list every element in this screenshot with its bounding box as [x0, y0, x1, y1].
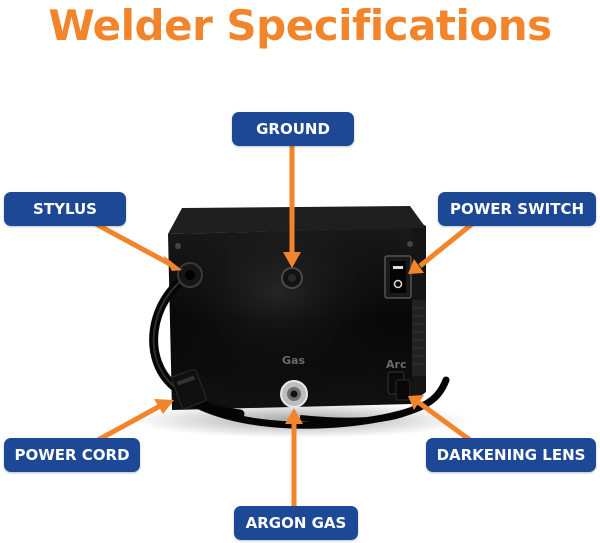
callout-arrows — [94, 145, 474, 508]
label-power-switch: POWER SWITCH — [438, 192, 596, 226]
gas-port-label: Gas — [282, 354, 305, 367]
arrow-darkening-lens — [416, 399, 472, 443]
label-darkening-lens: DARKENING LENS — [426, 438, 596, 472]
page-title: Welder Specifications — [48, 1, 552, 50]
label-power-cord: POWER CORD — [4, 438, 140, 472]
power-switch — [384, 255, 412, 299]
label-ground: GROUND — [232, 112, 354, 146]
darkening-lens-connector — [387, 371, 411, 401]
label-argon-gas: ARGON GAS — [234, 506, 358, 540]
argon-gas-connector — [280, 380, 308, 408]
welder-unit — [168, 206, 426, 410]
arrow-stylus — [94, 221, 172, 267]
stylus-port — [177, 262, 203, 288]
arc-port-label: Arc — [386, 358, 406, 371]
power-cord-plug — [171, 369, 207, 409]
arrow-power-cord — [96, 403, 162, 443]
ground-terminal — [281, 267, 303, 289]
label-stylus: STYLUS — [4, 192, 126, 226]
arrow-power-switch — [418, 222, 474, 268]
